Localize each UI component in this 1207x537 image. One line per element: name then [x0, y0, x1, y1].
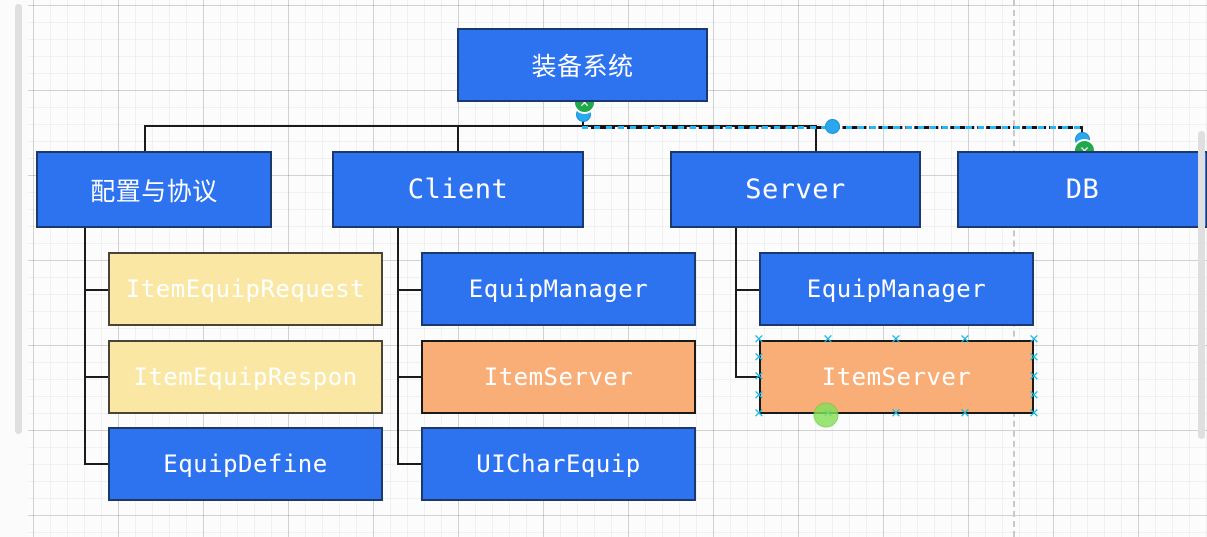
- connector-drop-server: [815, 125, 817, 151]
- connector-config-to-respon: [84, 376, 109, 378]
- edge-waypoint-midpoint[interactable]: [825, 119, 840, 134]
- resize-handle-n-left[interactable]: ✕: [822, 332, 834, 348]
- resize-handle-nw[interactable]: ✕: [753, 332, 765, 348]
- resize-handle-w[interactable]: ✕: [753, 369, 765, 385]
- connector-root-bus: [144, 125, 816, 127]
- connector-server-to-equipmanager: [735, 289, 760, 291]
- resize-handle-w-lower[interactable]: ✕: [753, 388, 765, 404]
- node-client-item-server[interactable]: ItemServer: [421, 340, 696, 414]
- node-label: 装备系统: [531, 52, 634, 81]
- node-client[interactable]: Client: [332, 151, 584, 228]
- node-label: UICharEquip: [476, 450, 641, 478]
- resize-handle-w-upper[interactable]: ✕: [753, 350, 765, 366]
- node-label: Client: [407, 174, 509, 205]
- resize-handle-e-upper[interactable]: ✕: [1028, 350, 1040, 366]
- node-client-equip-manager[interactable]: EquipManager: [421, 252, 696, 326]
- node-item-equip-respon[interactable]: ItemEquipRespon: [108, 340, 383, 414]
- node-equipment-system[interactable]: 装备系统: [457, 28, 708, 102]
- node-label: 配置与协议: [90, 176, 218, 206]
- resize-handle-n-right[interactable]: ✕: [959, 332, 971, 348]
- connector-client-to-equipmanager: [397, 289, 422, 291]
- connector-config-to-define: [84, 463, 109, 465]
- resize-handle-n[interactable]: ✕: [890, 332, 902, 348]
- resize-handle-e-lower[interactable]: ✕: [1028, 388, 1040, 404]
- node-label: ItemServer: [821, 363, 972, 391]
- connector-config-spine: [84, 228, 86, 464]
- resize-handle-s-right[interactable]: ✕: [959, 406, 971, 422]
- connector-client-spine: [397, 228, 399, 464]
- node-label: Server: [745, 174, 846, 205]
- node-label: ItemEquipRespon: [133, 363, 358, 391]
- node-label: EquipDefine: [163, 450, 328, 478]
- connector-server-spine: [735, 228, 737, 378]
- connector-drop-client: [457, 125, 459, 151]
- vertical-scrollbar-left[interactable]: [15, 4, 22, 434]
- node-server-equip-manager[interactable]: EquipManager: [759, 252, 1034, 326]
- vertical-scrollbar-right[interactable]: [1198, 131, 1205, 439]
- node-equip-define[interactable]: EquipDefine: [108, 427, 383, 501]
- node-item-equip-request[interactable]: ItemEquipRequest: [108, 252, 383, 326]
- resize-handle-sw[interactable]: ✕: [753, 406, 765, 422]
- resize-handle-se[interactable]: ✕: [1028, 406, 1040, 422]
- node-ui-char-equip[interactable]: UICharEquip: [421, 427, 696, 501]
- resize-handle-e[interactable]: ✕: [1028, 369, 1040, 385]
- node-label: EquipManager: [468, 275, 649, 303]
- connection-port-hover-indicator[interactable]: [813, 402, 839, 428]
- resize-handle-ne[interactable]: ✕: [1028, 332, 1040, 348]
- node-server[interactable]: Server: [670, 151, 921, 228]
- node-label: EquipManager: [806, 275, 987, 303]
- connector-client-to-uicharequip: [397, 463, 422, 465]
- connector-server-to-itemserver: [735, 376, 760, 378]
- node-config-and-protocol[interactable]: 配置与协议: [36, 151, 272, 228]
- connector-drop-config: [144, 125, 146, 151]
- node-label: ItemEquipRequest: [125, 275, 366, 303]
- connector-config-to-request: [84, 289, 109, 291]
- left-gutter: [0, 0, 28, 537]
- connector-client-to-itemserver: [397, 376, 422, 378]
- node-label: ItemServer: [483, 363, 634, 391]
- resize-handle-s[interactable]: ✕: [890, 406, 902, 422]
- node-label: DB: [1065, 174, 1100, 205]
- node-db[interactable]: DB: [957, 151, 1207, 228]
- node-server-item-server[interactable]: ItemServer: [759, 340, 1034, 414]
